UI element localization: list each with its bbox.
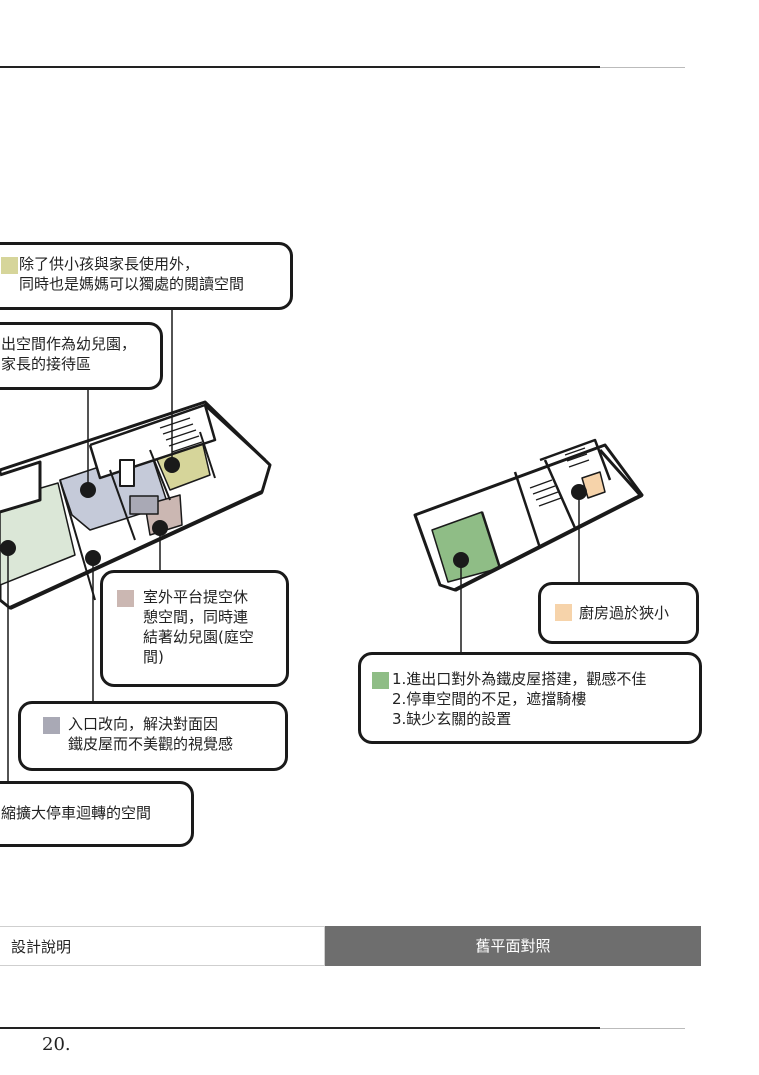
callout-old-issues-text: 1.進出口對外為鐵皮屋搭建，觀感不佳 2.停車空間的不足，遮擋騎樓 3.缺少玄關… (392, 670, 647, 728)
tab-design-notes-label: 設計說明 (11, 938, 72, 956)
new-plan-markers (0, 457, 180, 566)
kitchen-color-swatch (555, 604, 572, 621)
new-plan-leader-lines (7, 308, 173, 783)
callout-terrace-text: 室外平台提空休 憩空間，同時連 結著幼兒園(庭空 間) (143, 588, 254, 666)
callout-parking-text: 縮擴大停車迴轉的空間 (1, 804, 152, 822)
callout-parking: 縮擴大停車迴轉的空間 (0, 781, 194, 847)
callout-entrance-text: 入口改向，解決對面因 鐵皮屋而不美觀的視覺感 (68, 715, 234, 753)
callout-old-issues: 1.進出口對外為鐵皮屋搭建，觀感不佳 2.停車空間的不足，遮擋騎樓 3.缺少玄關… (358, 652, 702, 744)
tab-old-plan-comparison[interactable]: 舊平面對照 (325, 926, 701, 966)
old-entrance-color-swatch (372, 672, 389, 689)
old-floor-plan (413, 438, 644, 592)
callout-reading-space: 除了供小孩與家長使用外， 同時也是媽媽可以獨處的閱讀空間 (0, 242, 293, 310)
callout-kitchen-text: 廚房過於狹小 (579, 604, 670, 622)
top-rule (0, 66, 600, 68)
callout-terrace: 室外平台提空休 憩空間，同時連 結著幼兒園(庭空 間) (100, 570, 289, 687)
bottom-rule (0, 1027, 600, 1029)
old-plan-markers (453, 484, 587, 568)
callout-kindergarten-text: 出空間作為幼兒園， 家長的接待區 (1, 335, 137, 373)
callout-reading-space-text: 除了供小孩與家長使用外， 同時也是媽媽可以獨處的閱讀空間 (19, 255, 245, 293)
tab-design-notes[interactable]: 設計說明 (0, 926, 325, 966)
terrace-color-swatch (117, 590, 134, 607)
bottom-rule-fade (600, 1028, 685, 1029)
top-rule-fade (600, 67, 685, 68)
old-plan-leader-lines (460, 494, 580, 655)
callout-kindergarten: 出空間作為幼兒園， 家長的接待區 (0, 322, 163, 390)
tab-old-plan-comparison-label: 舊平面對照 (475, 937, 551, 955)
reading-color-swatch (1, 257, 18, 274)
callout-entrance: 入口改向，解決對面因 鐵皮屋而不美觀的視覺感 (18, 701, 288, 771)
entrance-color-swatch (43, 717, 60, 734)
callout-kitchen: 廚房過於狹小 (538, 582, 699, 644)
page-number: 20. (42, 1034, 71, 1055)
